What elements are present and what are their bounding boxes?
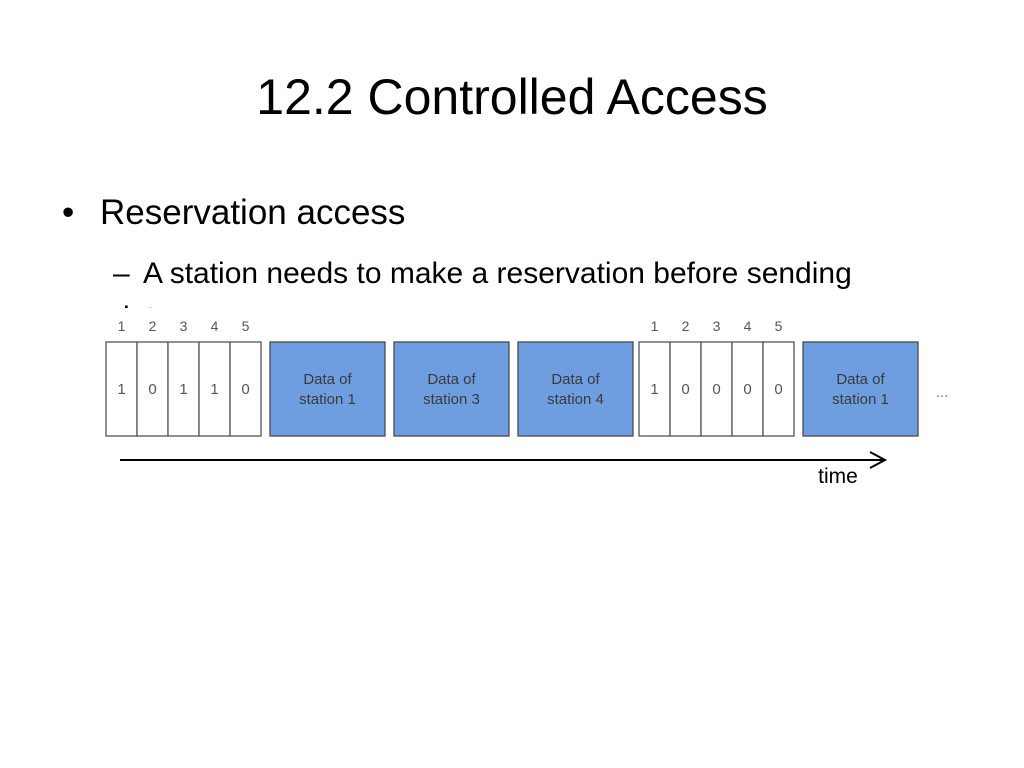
data-block-label-line2: station 1 — [299, 391, 356, 408]
time-axis-arrow-icon — [869, 451, 888, 469]
slide-title: 12.2 Controlled Access — [256, 69, 768, 125]
slot-number-label: 4 — [744, 318, 752, 334]
bullet-dot-icon: • — [62, 193, 75, 232]
data-block — [802, 341, 919, 437]
reservation-slot — [167, 341, 200, 437]
reservation-slot — [731, 341, 764, 437]
reservation-frame-diagram: 1 1 2 0 3 1 4 1 5 0 Data of station 1 Data of station… — [96, 308, 976, 508]
ellipsis-label: ... — [936, 384, 949, 401]
slot-number-label: 2 — [682, 318, 690, 334]
bullet-item: • Reservation access — [62, 190, 405, 236]
slot-number-label: 2 — [149, 318, 157, 334]
reservation-bit-label: 0 — [712, 381, 720, 398]
reservation-bit-label: 0 — [774, 381, 782, 398]
reservation-slot — [669, 341, 702, 437]
reservation-bit-label: 1 — [210, 381, 218, 398]
data-block-label-line2: station 1 — [832, 391, 889, 408]
data-block — [393, 341, 510, 437]
slot-number-label: 5 — [775, 318, 783, 334]
data-block — [269, 341, 386, 437]
reservation-bit-label: 1 — [179, 381, 187, 398]
sub-bullet-text: A station needs to make a reservation be… — [113, 257, 852, 314]
reservation-slot — [105, 341, 138, 437]
reservation-slot — [638, 341, 671, 437]
diagram-canvas: 1 1 2 0 3 1 4 1 5 0 Data of station 1 Data of station… — [105, 318, 949, 488]
reservation-bit-label: 0 — [148, 381, 156, 398]
reservation-slot — [762, 341, 795, 437]
data-block-label-line2: station 4 — [547, 391, 604, 408]
reservation-slot — [700, 341, 733, 437]
reservation-bit-label: 0 — [743, 381, 751, 398]
dash-icon: – — [113, 257, 130, 290]
reservation-bit-label: 0 — [241, 381, 249, 398]
data-block-label-line2: station 3 — [423, 391, 480, 408]
reservation-bit-label: 1 — [650, 381, 658, 398]
reservation-slot — [136, 341, 169, 437]
slot-number-label: 1 — [118, 318, 126, 334]
slot-number-label: 3 — [713, 318, 721, 334]
reservation-bit-label: 0 — [681, 381, 689, 398]
time-axis-label: time — [818, 465, 858, 488]
data-block-label-line1: Data of — [427, 371, 476, 388]
reservation-slot — [229, 341, 262, 437]
reservation-bit-label: 1 — [117, 381, 125, 398]
slot-number-label: 5 — [242, 318, 250, 334]
bullet-text: Reservation access — [100, 193, 406, 232]
data-block-label-line1: Data of — [303, 371, 352, 388]
data-block — [517, 341, 634, 437]
slot-number-label: 4 — [211, 318, 219, 334]
slot-number-label: 1 — [651, 318, 659, 334]
slot-number-label: 3 — [180, 318, 188, 334]
data-block-label-line1: Data of — [551, 371, 600, 388]
data-block-label-line1: Data of — [836, 371, 885, 388]
sub-bullet-item: –A station needs to make a reservation b… — [113, 252, 913, 314]
